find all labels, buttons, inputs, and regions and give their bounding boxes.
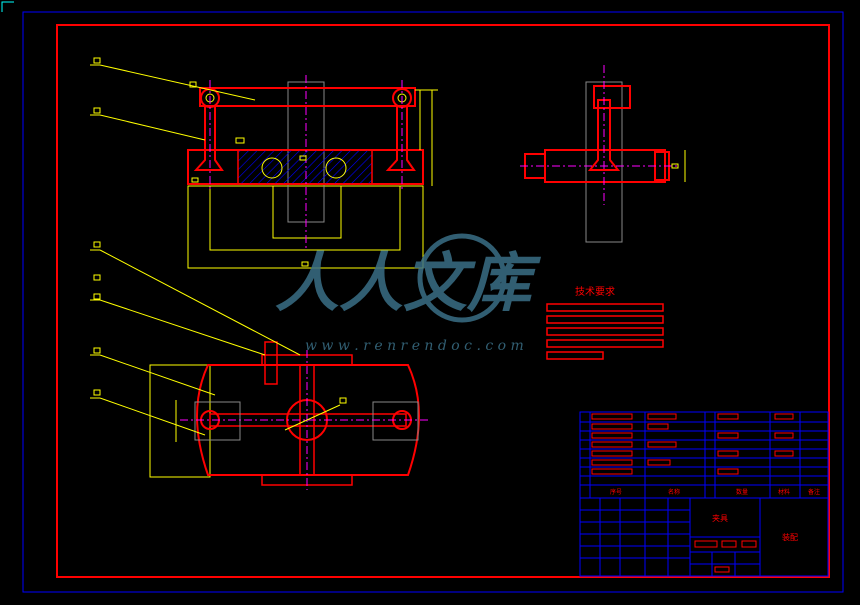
title-drawing-no: 装配 <box>782 532 798 542</box>
front-right-post <box>385 105 416 171</box>
tech-req-line-1 <box>546 303 664 312</box>
tech-req-line-4 <box>546 339 664 348</box>
title-block-entries <box>694 540 757 573</box>
top-left-pad <box>194 401 241 441</box>
top-view <box>149 341 430 490</box>
tech-req-line-3 <box>546 327 664 336</box>
front-left-post <box>193 105 224 171</box>
side-tag <box>671 163 679 169</box>
front-tag-1 <box>235 137 245 144</box>
watermark: 人人文库 w w w . r e n r e n d o c . c o m <box>275 233 542 354</box>
col-label-2: 名称 <box>668 488 680 496</box>
front-base-inner <box>209 185 401 251</box>
side-clamp <box>593 85 631 109</box>
col-label-5: 备注 <box>808 488 820 496</box>
top-leaders <box>90 241 347 436</box>
drawing-frame <box>56 24 830 578</box>
col-label-4: 材料 <box>778 488 790 496</box>
side-post <box>587 99 621 171</box>
title-block <box>579 497 829 577</box>
title-part-name: 夹具 <box>712 513 728 523</box>
front-locator-left <box>261 157 283 179</box>
top-plate <box>196 364 420 476</box>
corner-mark <box>1 1 14 12</box>
front-center-bushing <box>272 185 342 239</box>
tech-requirements-title: 技术要求 <box>575 285 615 298</box>
tech-req-line-5 <box>546 351 604 360</box>
outer-border <box>22 11 844 593</box>
watermark-url-text: w w w . r e n r e n d o c . c o m <box>305 338 524 354</box>
front-tag-3 <box>301 261 309 267</box>
front-view <box>187 75 438 269</box>
tech-req-line-2 <box>546 315 664 324</box>
front-locator-right <box>325 157 347 179</box>
watermark-logo-ring <box>417 233 507 323</box>
parts-list-header: 序号 名称 数量 材料 备注 <box>610 488 820 496</box>
top-clamp-screw <box>264 341 278 385</box>
front-hatch-block <box>237 149 373 185</box>
side-view <box>520 65 686 243</box>
tech-requirements-block: 技术要求 <box>546 285 664 360</box>
col-label-1: 序号 <box>610 488 622 496</box>
parts-list <box>579 411 829 499</box>
top-right-pad <box>372 401 419 441</box>
front-leaders <box>90 57 256 141</box>
front-top-bar <box>199 87 416 107</box>
col-label-3: 数量 <box>736 488 748 496</box>
front-tag-2 <box>299 155 307 161</box>
front-tag-4 <box>191 177 199 183</box>
parts-list-entries <box>591 413 794 475</box>
watermark-brand-text: 人人文库 <box>275 247 542 321</box>
